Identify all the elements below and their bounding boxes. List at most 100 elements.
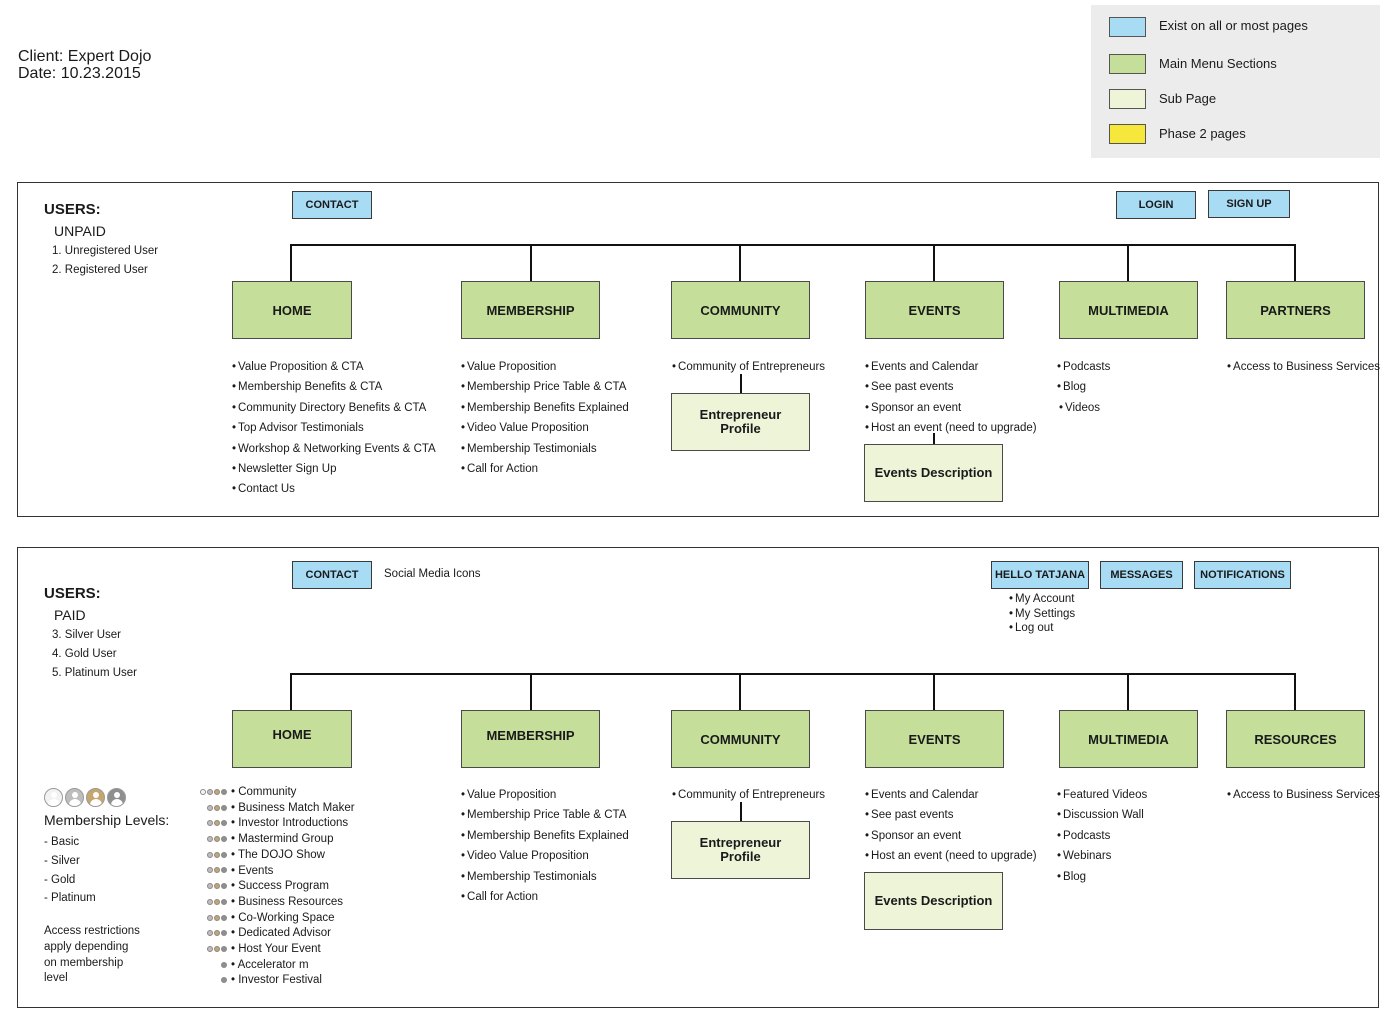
level-icons	[190, 895, 228, 911]
events-node: EVENTS	[865, 710, 1004, 768]
level-icons	[190, 801, 228, 817]
list-item: Membership Benefits Explained	[461, 398, 629, 418]
hello-user-button[interactable]: HELLO TATJANA	[991, 561, 1089, 589]
community-node: COMMUNITY	[671, 281, 810, 339]
unpaid-user-2: 2. Registered User	[52, 264, 148, 276]
events-page-list: Events and Calendar See past events Spon…	[865, 785, 1037, 867]
list-item: • Investor Festival	[190, 973, 355, 989]
events-node: EVENTS	[865, 281, 1004, 339]
list-item: Newsletter Sign Up	[232, 459, 436, 479]
sub-label-line: Profile	[720, 849, 761, 864]
menu-item-my-settings[interactable]: My Settings	[1009, 607, 1075, 622]
list-item: Host an event (need to upgrade)	[865, 846, 1037, 866]
login-button[interactable]: LOGIN	[1116, 191, 1196, 219]
events-description-node: Events Description	[864, 872, 1003, 930]
legend-swatch-phase2	[1109, 124, 1146, 144]
membership-node: MEMBERSHIP	[461, 281, 600, 339]
level-platinum: - Platinum	[44, 892, 96, 905]
list-item-label: Investor Introductions	[238, 817, 349, 830]
unpaid-user-1: 1. Unregistered User	[52, 245, 159, 257]
level-icons	[190, 911, 228, 927]
list-item-label: Accelerator m	[237, 958, 309, 971]
level-silver: - Silver	[44, 854, 80, 867]
social-media-icons: Social Media Icons	[384, 568, 481, 580]
level-basic: - Basic	[44, 836, 80, 848]
platinum-avatar-icon	[107, 788, 126, 807]
list-item: Blog	[1057, 377, 1110, 397]
list-item: Video Value Proposition	[461, 846, 629, 866]
events-description-node: Events Description	[864, 444, 1003, 502]
menu-item-log-out[interactable]: Log out	[1009, 621, 1075, 636]
connector	[290, 673, 292, 711]
community-page-list: Community of Entrepreneurs	[672, 785, 825, 805]
list-item: • Host Your Event	[190, 942, 355, 958]
level-icons	[190, 958, 228, 974]
partners-page-list: Access to Business Services	[1227, 357, 1380, 377]
connector	[1127, 244, 1129, 282]
paid-user-5: 5. Platinum User	[52, 667, 138, 679]
level-icons	[190, 785, 228, 801]
connector	[530, 673, 532, 711]
multimedia-page-list: Podcasts Blog Videos	[1057, 357, 1110, 418]
client-info: Client: Expert Dojo Date: 10.23.2015	[18, 48, 151, 82]
contact-button[interactable]: CONTACT	[292, 191, 372, 219]
list-item: Access to Business Services	[1227, 357, 1380, 377]
list-item: Events and Calendar	[865, 785, 1037, 805]
list-item: Featured Videos	[1057, 785, 1147, 805]
list-item: Top Advisor Testimonials	[232, 418, 436, 438]
list-item: Access to Business Services	[1227, 785, 1380, 805]
list-item: Podcasts	[1057, 357, 1110, 377]
connector	[290, 244, 292, 282]
connector	[740, 374, 742, 394]
paid-tree-line	[290, 673, 1296, 675]
list-item: Contact Us	[232, 479, 436, 499]
level-icons	[190, 848, 228, 864]
paid-user-3: 3. Silver User	[52, 629, 122, 641]
legend-label-main: Main Menu Sections	[1159, 56, 1277, 71]
unpaid-sitemap-panel	[17, 182, 1379, 517]
list-item: Value Proposition & CTA	[232, 357, 436, 377]
list-item: Membership Price Table & CTA	[461, 805, 629, 825]
list-item: Community of Entrepreneurs	[672, 785, 825, 805]
list-item: • Business Match Maker	[190, 801, 355, 817]
list-item: Discussion Wall	[1057, 805, 1147, 825]
connector	[1294, 244, 1296, 282]
signup-button[interactable]: SIGN UP	[1208, 190, 1290, 218]
list-item: • The DOJO Show	[190, 848, 355, 864]
connector	[1294, 673, 1296, 711]
list-item: • Co-Working Space	[190, 911, 355, 927]
note-line: on membership	[44, 956, 124, 969]
messages-button[interactable]: MESSAGES	[1100, 561, 1183, 589]
list-item: • Events	[190, 864, 355, 880]
notifications-button[interactable]: NOTIFICATIONS	[1194, 561, 1291, 589]
community-node: COMMUNITY	[671, 710, 810, 768]
list-item: Community of Entrepreneurs	[672, 357, 825, 377]
list-item: Podcasts	[1057, 826, 1147, 846]
list-item-label: The DOJO Show	[238, 848, 325, 861]
resources-node: RESOURCES	[1226, 710, 1365, 768]
level-icons	[190, 926, 228, 942]
home-node: HOME	[232, 281, 352, 339]
list-item-label: Investor Festival	[238, 974, 322, 987]
paid-users-type: PAID	[54, 607, 86, 623]
contact-button[interactable]: CONTACT	[292, 561, 372, 589]
level-icons	[190, 879, 228, 895]
membership-page-list: Value Proposition Membership Price Table…	[461, 785, 629, 907]
list-item: Events and Calendar	[865, 357, 1037, 377]
connector	[933, 244, 935, 282]
paid-home-page-list: • Community • Business Match Maker • Inv…	[190, 785, 355, 989]
paid-sitemap-panel	[17, 547, 1379, 1008]
silver-avatar-icon	[65, 788, 84, 807]
level-icons	[190, 973, 228, 989]
list-item-label: Mastermind Group	[238, 833, 334, 846]
unpaid-users-title: USERS:	[44, 201, 101, 218]
events-page-list: Events and Calendar See past events Spon…	[865, 357, 1037, 439]
date: Date: 10.23.2015	[18, 65, 141, 82]
list-item: Call for Action	[461, 887, 629, 907]
menu-item-my-account[interactable]: My Account	[1009, 592, 1075, 607]
unpaid-users-type: UNPAID	[54, 223, 106, 239]
list-item-label: Dedicated Advisor	[238, 927, 331, 940]
list-item: Host an event (need to upgrade)	[865, 418, 1037, 438]
basic-avatar-icon	[44, 788, 63, 807]
list-item: • Dedicated Advisor	[190, 926, 355, 942]
